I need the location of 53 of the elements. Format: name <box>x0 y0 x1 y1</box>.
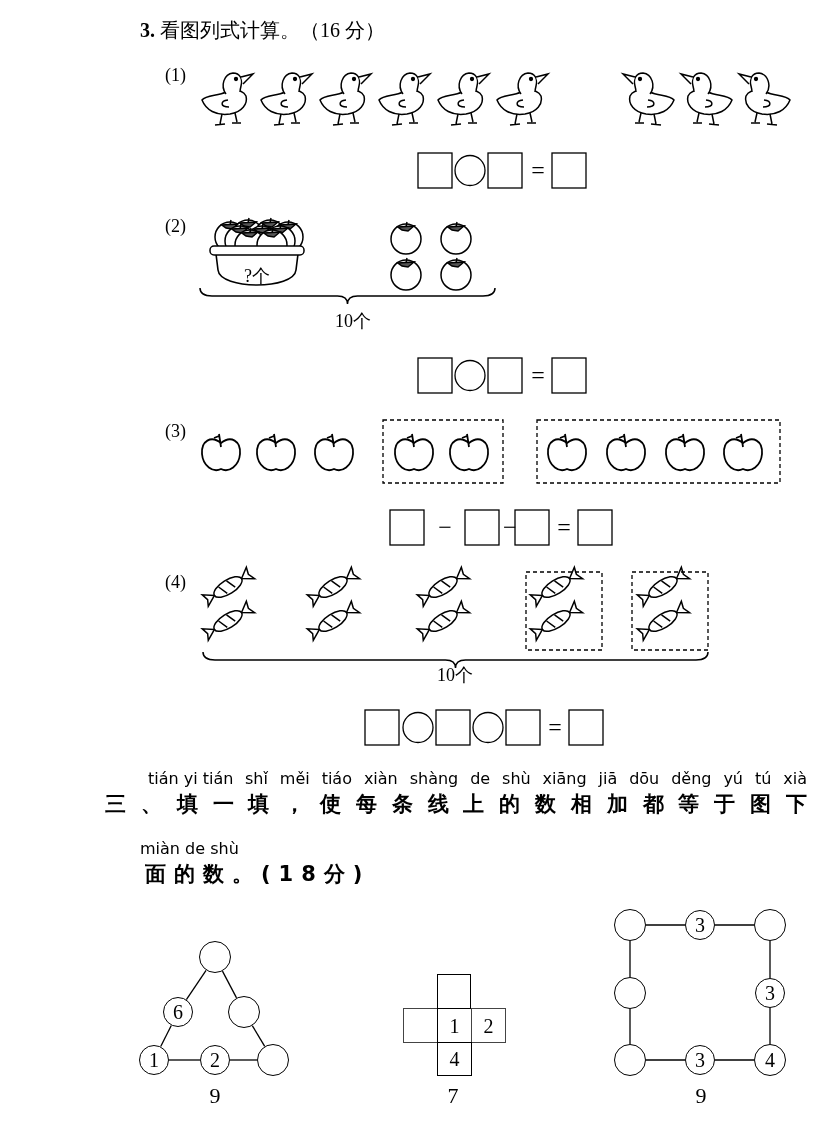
pinyin-line: miàn de shù <box>140 841 239 857</box>
target-sum: 7 <box>446 1085 460 1107</box>
instruction-text: 三、填一填，使每条线上的数相加都等于图下 <box>105 794 807 815</box>
connector-line <box>160 1024 172 1048</box>
number-cell <box>403 1008 438 1043</box>
item-number: (1) <box>165 66 186 84</box>
equals-sign: = <box>556 515 572 539</box>
pinyin-line: shǐ měi tiáo xiàn shàng de shù xiāng jiā dōu děng yú tú xià <box>245 771 807 787</box>
item-number: (3) <box>165 422 186 440</box>
connector-line <box>229 1059 258 1061</box>
count-label: ?个 <box>244 267 270 285</box>
connector-line <box>629 1008 631 1045</box>
number-circle: 2 <box>200 1045 230 1075</box>
number-circle <box>228 996 260 1028</box>
number-circle: 3 <box>755 978 785 1008</box>
minus-sign: − <box>437 515 453 539</box>
instruction-text: 面的数。(18分) <box>145 864 371 885</box>
connector-line <box>221 970 238 999</box>
target-sum: 9 <box>208 1085 222 1107</box>
number-circle: 3 <box>685 1045 715 1075</box>
target-sum: 9 <box>694 1085 708 1107</box>
connector-line <box>714 924 755 926</box>
number-circle <box>614 977 646 1009</box>
number-cell: 2 <box>471 1008 506 1043</box>
connector-line <box>645 1059 686 1061</box>
question-heading: 3. 看图列式计算。（16 分） <box>140 20 385 40</box>
connector-line <box>769 1007 771 1045</box>
connector-line <box>629 940 631 978</box>
number-circle: 6 <box>163 997 193 1027</box>
number-circle: 1 <box>139 1045 169 1075</box>
number-circle <box>257 1044 289 1076</box>
number-circle <box>754 909 786 941</box>
number-cell <box>437 974 471 1009</box>
number-circle <box>614 1044 646 1076</box>
connector-line <box>714 1059 755 1061</box>
item-number: (4) <box>165 573 186 591</box>
item-number: (2) <box>165 217 186 235</box>
number-circle <box>614 909 646 941</box>
number-circle: 3 <box>685 910 715 940</box>
equals-sign: = <box>530 158 546 182</box>
equals-sign: = <box>530 363 546 387</box>
number-circle <box>199 941 231 973</box>
number-circle: 4 <box>754 1044 786 1076</box>
pinyin-line: tián yi tián <box>148 771 234 787</box>
connector-line <box>645 924 686 926</box>
connector-line <box>185 969 207 1001</box>
total-label: 10个 <box>436 666 474 684</box>
total-label: 10个 <box>334 312 372 330</box>
connector-line <box>251 1025 266 1047</box>
number-cell: 4 <box>437 1042 472 1076</box>
equals-sign: = <box>547 715 563 739</box>
connector-line <box>168 1059 201 1061</box>
connector-line <box>769 940 771 979</box>
